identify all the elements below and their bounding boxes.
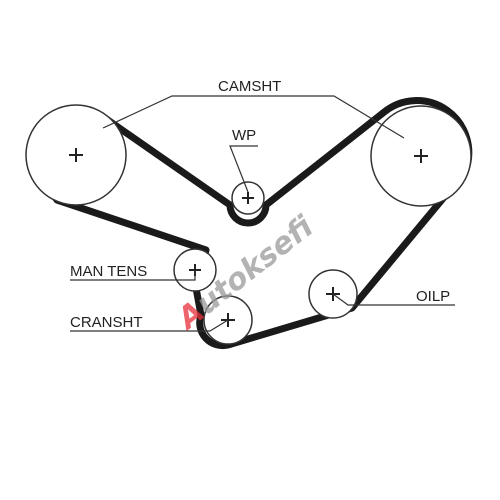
- camshaft-pulley-right: [370, 105, 472, 207]
- camshaft-leader: [102, 95, 405, 139]
- leader-lines: [70, 95, 455, 332]
- tensioner-leader: [70, 270, 196, 281]
- oil-pump-leader: [332, 293, 455, 306]
- tensioner-label: MAN TENS: [70, 263, 147, 280]
- oil-pump-label: OILP: [416, 288, 450, 305]
- camshaft-label: CAMSHT: [218, 78, 281, 95]
- water-pump-pulley: [231, 181, 265, 215]
- camshaft-pulley-left: [25, 104, 127, 206]
- crankshaft-leader: [70, 319, 229, 332]
- crankshaft-label: CRANSHT: [70, 314, 143, 331]
- water-pump-leader: [229, 145, 258, 193]
- water-pump-label: WP: [232, 127, 256, 144]
